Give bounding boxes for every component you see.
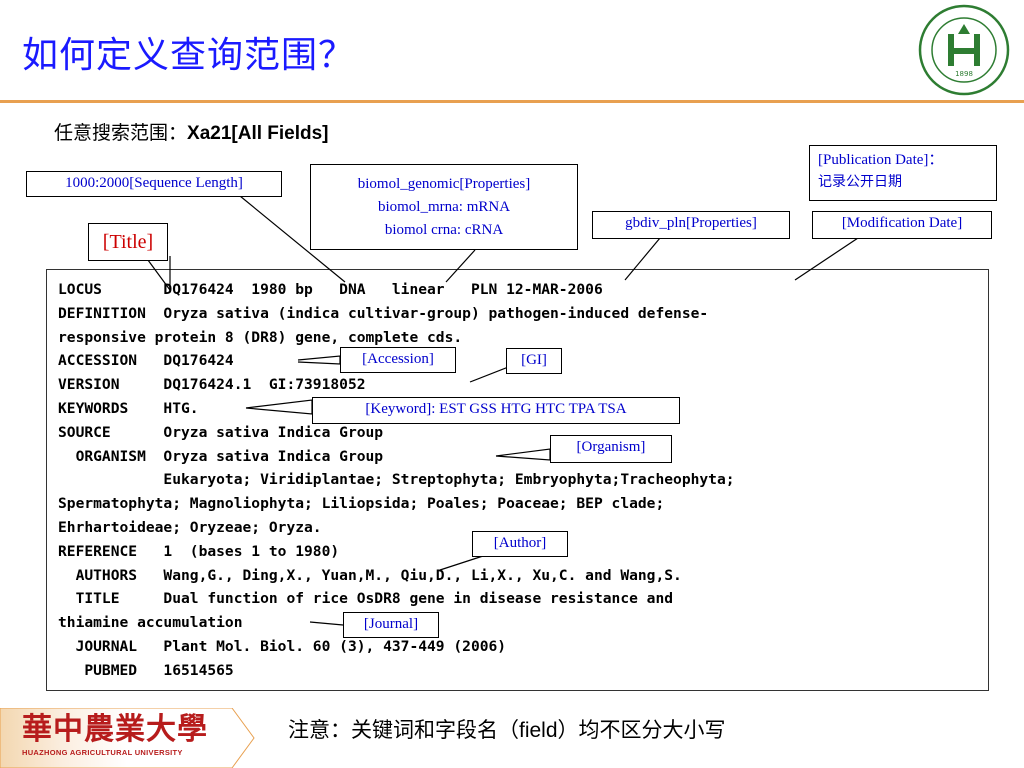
record-line: REFERENCE 1 (bases 1 to 1980) bbox=[58, 542, 340, 560]
record-line: PUBMED 16514565 bbox=[58, 661, 234, 679]
record-line: Spermatophyta; Magnoliophyta; Liliopsida… bbox=[58, 495, 665, 513]
scope-label: 任意搜索范围： bbox=[54, 122, 188, 144]
record-line: JOURNAL Plant Mol. Biol. 60 (3), 437-449… bbox=[58, 637, 507, 655]
search-scope-line: 任意搜索范围：Xa21[All Fields] bbox=[54, 118, 329, 145]
genbank-record-text: LOCUS DQ176424 1980 bp DNA linear PLN 12… bbox=[58, 278, 735, 683]
footer-university-logo: 華中農業大學 HUAZHONG AGRICULTURAL UNIVERSITY bbox=[22, 712, 218, 764]
title-divider bbox=[0, 100, 1024, 103]
callout-keyword: [Keyword]: EST GSS HTG HTC TPA TSA bbox=[312, 397, 680, 424]
record-line: DEFINITION Oryza sativa (indica cultivar… bbox=[58, 304, 709, 322]
callout-modification-date: [Modification Date] bbox=[812, 211, 992, 239]
record-line: ACCESSION DQ176424 bbox=[58, 352, 234, 370]
scope-value: Xa21[All Fields] bbox=[187, 123, 329, 144]
record-line: TITLE Dual function of rice OsDR8 gene i… bbox=[58, 590, 674, 608]
record-line: VERSION DQ176424.1 GI:73918052 bbox=[58, 376, 366, 394]
record-line: KEYWORDS HTG. bbox=[58, 399, 199, 417]
callout-publication-date: [Publication Date]： 记录公开日期 bbox=[809, 145, 997, 201]
callout-author: [Author] bbox=[472, 531, 568, 557]
slide-title: 如何定义查询范围？ bbox=[22, 35, 356, 76]
genbank-record-box: LOCUS DQ176424 1980 bp DNA linear PLN 12… bbox=[46, 269, 989, 691]
callout-sequence-length: 1000:2000[Sequence Length] bbox=[26, 171, 282, 197]
record-line: Eukaryota; Viridiplantae; Streptophyta; … bbox=[58, 471, 735, 489]
callout-properties: biomol_genomic[Properties] biomol_mrna: … bbox=[310, 164, 578, 250]
callout-accession: [Accession] bbox=[340, 347, 456, 373]
footer-logo-english: HUAZHONG AGRICULTURAL UNIVERSITY bbox=[22, 748, 183, 757]
callout-gi: [GI] bbox=[506, 348, 562, 374]
record-line: thiamine accumulation bbox=[58, 614, 243, 632]
footer-logo-chinese: 華中農業大學 bbox=[22, 712, 208, 747]
callout-title: [Title] bbox=[88, 223, 168, 261]
record-line: SOURCE Oryza sativa Indica Group bbox=[58, 423, 384, 441]
callout-gbdiv: gbdiv_pln[Properties] bbox=[592, 211, 790, 239]
record-line: ORGANISM Oryza sativa Indica Group bbox=[58, 447, 384, 465]
record-line: LOCUS DQ176424 1980 bp DNA linear PLN 12… bbox=[58, 281, 603, 298]
footer-note: 注意：关键词和字段名（field）均不区分大小写 bbox=[288, 718, 726, 742]
record-line: Ehrhartoideae; Oryzeae; Oryza. bbox=[58, 518, 322, 536]
record-line: responsive protein 8 (DR8) gene, complet… bbox=[58, 328, 463, 346]
record-line: AUTHORS Wang,G., Ding,X., Yuan,M., Qiu,D… bbox=[58, 566, 682, 584]
callout-journal: [Journal] bbox=[343, 612, 439, 638]
svg-text:1898: 1898 bbox=[955, 70, 973, 78]
footer-band bbox=[0, 708, 255, 768]
university-seal-logo: 1898 bbox=[918, 4, 1010, 96]
callout-organism: [Organism] bbox=[550, 435, 672, 463]
